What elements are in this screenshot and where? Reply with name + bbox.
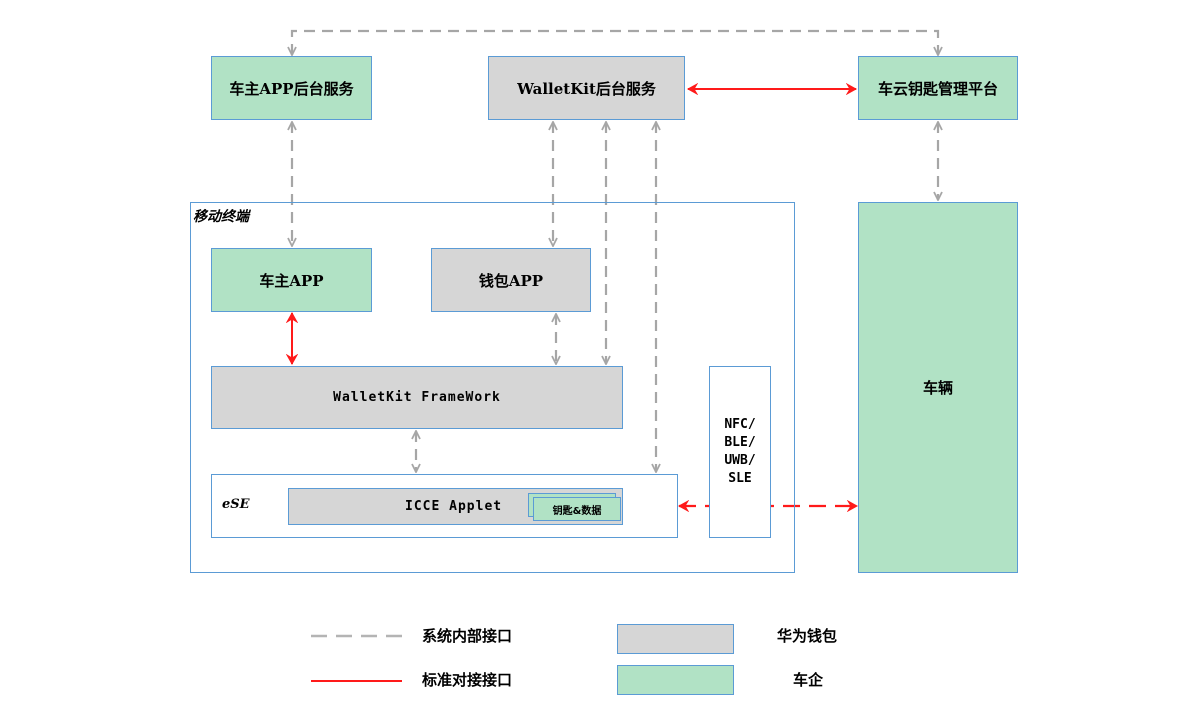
- radio-interfaces-node: NFC/ BLE/ UWB/ SLE: [709, 366, 771, 538]
- walletkit-backend-node: WalletKit后台服务: [488, 56, 685, 120]
- legend-huawei-wallet-label: 华为钱包: [777, 627, 838, 645]
- mobile-terminal-label: 移动终端: [193, 209, 249, 225]
- legend-internal-interface-label: 系统内部接口: [422, 627, 513, 645]
- owner-app-node: 车主APP: [211, 248, 372, 312]
- walletkit-framework-label: WalletKit FrameWork: [333, 390, 501, 405]
- owner-app-label: 车主APP: [259, 271, 324, 290]
- car-cloud-key-platform-label: 车云钥匙管理平台: [877, 79, 998, 98]
- vehicle-label: 车辆: [922, 379, 953, 397]
- key-data-label: 钥匙&数据: [552, 505, 602, 517]
- radio-interface-sle: SLE: [728, 471, 752, 486]
- radio-interface-uwb: UWB/: [724, 453, 756, 468]
- wallet-app-label: 钱包APP: [478, 271, 544, 290]
- legend-car-maker-label: 车企: [793, 671, 824, 689]
- walletkit-framework-node: WalletKit FrameWork: [211, 366, 623, 429]
- wallet-app-node: 钱包APP: [431, 248, 591, 312]
- ese-label: eSE: [222, 497, 250, 512]
- owner-app-backend-node: 车主APP后台服务: [211, 56, 372, 120]
- radio-interface-nfc: NFC/: [724, 417, 756, 432]
- vehicle-node: 车辆: [858, 202, 1018, 573]
- icce-applet-label: ICCE Applet: [405, 499, 503, 514]
- key-data-node: 钥匙&数据: [533, 497, 621, 521]
- internal-link-owner-backend-cloud: [292, 29, 938, 55]
- legend-standard-interface-label: 标准对接接口: [422, 671, 513, 689]
- mobile-terminal-container: [190, 202, 795, 573]
- walletkit-backend-label: WalletKit后台服务: [517, 79, 656, 98]
- legend-huawei-wallet-swatch: [617, 624, 734, 654]
- radio-interface-ble: BLE/: [724, 435, 756, 450]
- legend-car-maker-swatch: [617, 665, 734, 695]
- car-cloud-key-platform-node: 车云钥匙管理平台: [858, 56, 1018, 120]
- owner-app-backend-label: 车主APP后台服务: [229, 79, 354, 98]
